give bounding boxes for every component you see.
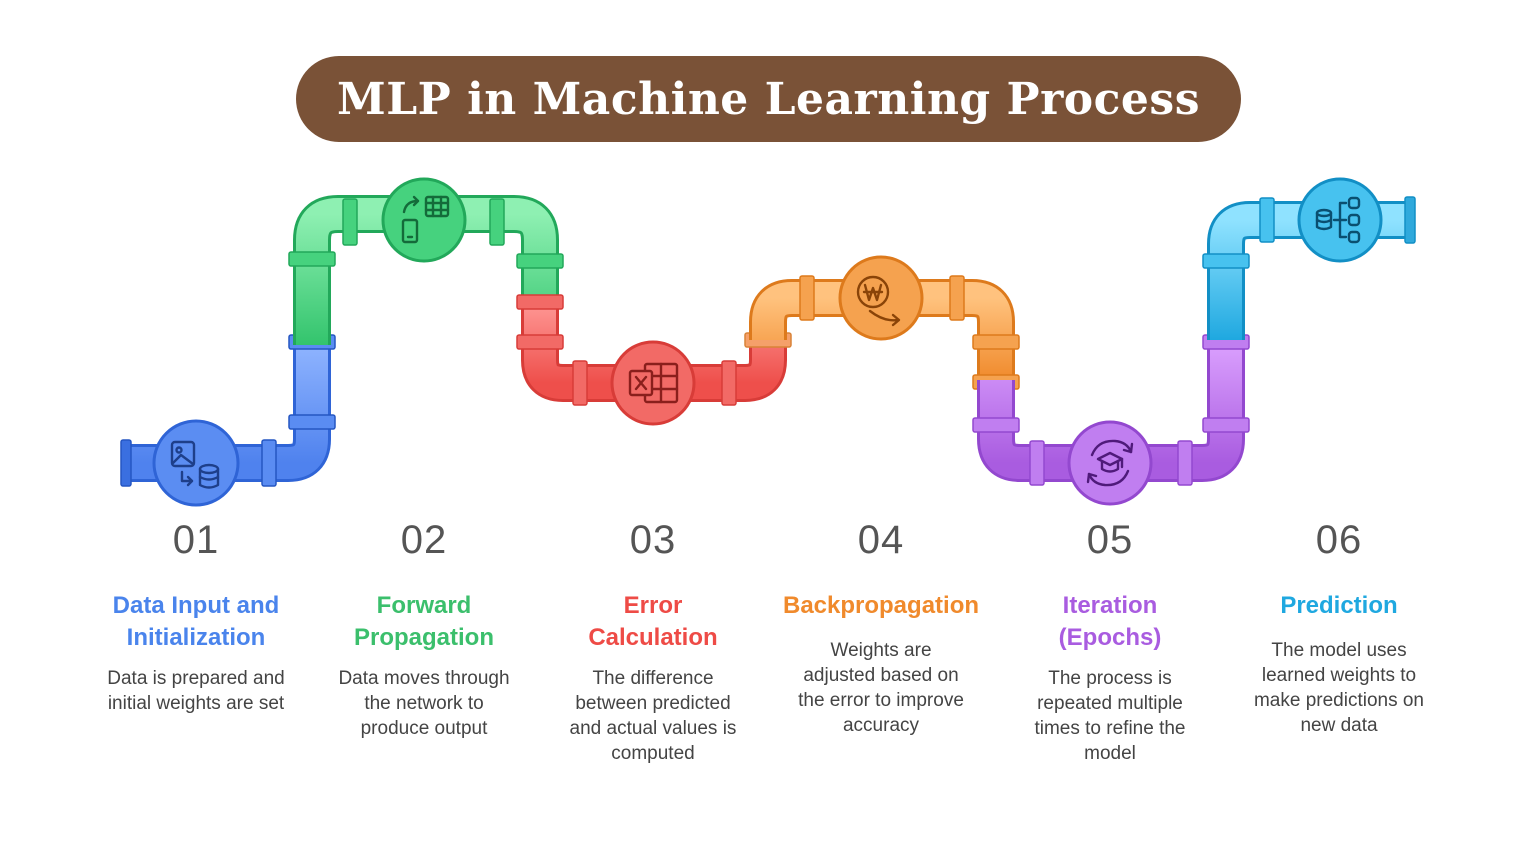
step-5: 05 Iteration (Epochs) The process is rep… [1000, 520, 1220, 766]
step-description: The difference between predicted and act… [569, 668, 737, 764]
data-transfer-icon [152, 419, 240, 507]
pipe-segment-cyan [1202, 196, 1416, 340]
step-description: Weights are adjusted based on the error … [798, 640, 964, 736]
step-title: Data Input and Initialization [112, 592, 280, 651]
step-3: 03 Error Calculation The difference betw… [543, 520, 763, 766]
step-title: Iteration (Epochs) [1058, 592, 1162, 651]
title-banner: MLP in Machine Learning Process [296, 56, 1241, 142]
database-tree-icon [1297, 177, 1383, 263]
step-title: Backpropagation [782, 592, 980, 619]
step-2: 02 Forward Propagation Data moves throug… [314, 520, 534, 741]
step-title: Prediction [1280, 592, 1398, 619]
device-sync-icon [381, 177, 467, 263]
step-1: 01 Data Input and Initialization Data is… [86, 520, 306, 716]
page-title: MLP in Machine Learning Process [337, 73, 1200, 125]
step-description: Data moves through the network to produc… [338, 668, 510, 739]
step-title: Forward Propagation [353, 592, 494, 651]
step-number: 05 [1086, 518, 1134, 562]
spreadsheet-icon [610, 340, 696, 426]
step-number: 02 [400, 518, 448, 562]
step-title: Error Calculation [588, 592, 718, 651]
step-number: 03 [629, 518, 677, 562]
step-number: 06 [1315, 518, 1363, 562]
step-description: The process is repeated multiple times t… [1034, 668, 1186, 764]
step-description: Data is prepared and initial weights are… [107, 668, 285, 714]
step-6: 06 Prediction The model uses learned wei… [1229, 520, 1449, 738]
step-number: 01 [172, 518, 220, 562]
graduation-cycle-icon [1067, 420, 1153, 506]
step-4: 04 Backpropagation Weights are adjusted … [771, 520, 991, 738]
currency-trend-icon [838, 255, 924, 341]
step-description: The model uses learned weights to make p… [1253, 640, 1425, 736]
step-number: 04 [857, 518, 905, 562]
